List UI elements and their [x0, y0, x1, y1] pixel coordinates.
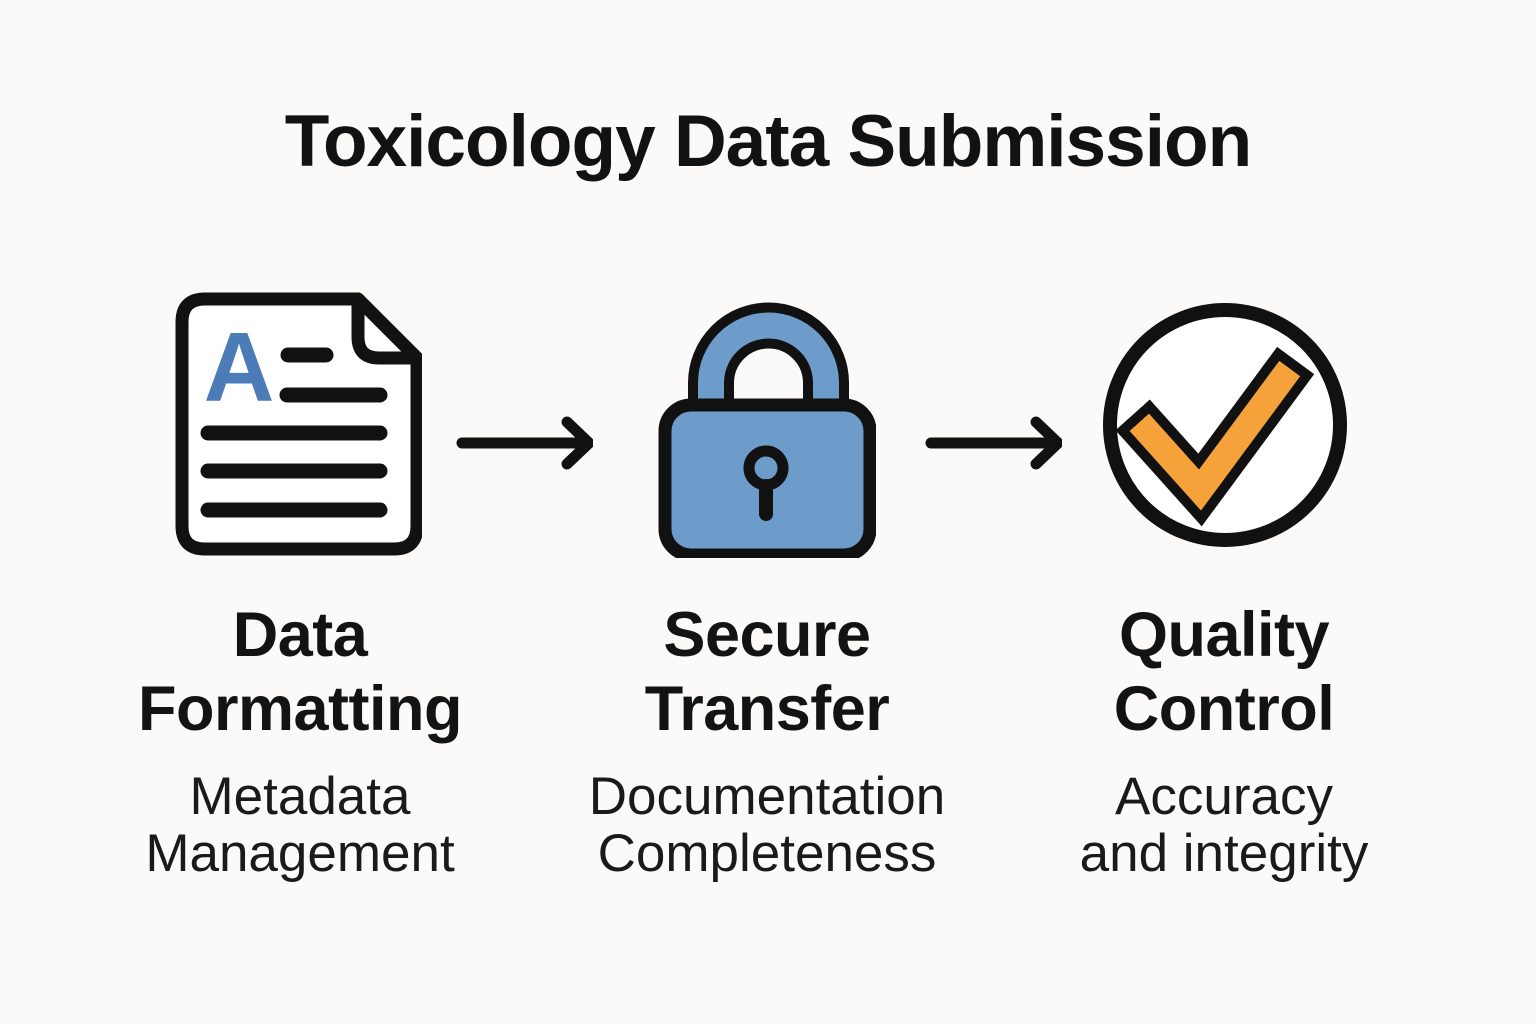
step-subtitle-line: Documentation	[588, 767, 946, 826]
step-title-secure-transfer: Secure Transfer	[527, 598, 1007, 746]
document-icon-svg: A	[175, 292, 424, 556]
step-title-line: Secure	[663, 600, 871, 670]
document-letter: A	[204, 312, 275, 422]
checkmark	[1129, 360, 1301, 511]
lock-icon	[656, 290, 877, 563]
document-icon: A	[174, 291, 424, 562]
check-icon	[1096, 296, 1354, 559]
step-title-line: Data	[232, 600, 368, 670]
lock-shackle	[698, 312, 839, 420]
document-text-lines	[200, 347, 388, 518]
lock-icon-svg	[658, 302, 877, 562]
document-fold-corner	[351, 292, 424, 365]
arrow-right-icon	[453, 408, 595, 483]
step-subtitle-line: and integrity	[1079, 824, 1369, 883]
document-page-shape	[175, 292, 424, 556]
arrow-right-svg	[925, 416, 1064, 470]
step-title-line: Quality	[1118, 600, 1330, 670]
arrow-right-svg	[456, 416, 595, 470]
step-title-line: Control	[1113, 674, 1335, 744]
check-icon-svg	[1103, 303, 1347, 547]
step-title-quality-control: Quality Control	[984, 598, 1464, 746]
step-subtitle-metadata-management: Metadata Management	[60, 768, 540, 882]
step-title-data-formatting: Data Formatting	[60, 598, 540, 746]
step-subtitle-accuracy-integrity: Accuracy and integrity	[984, 768, 1464, 882]
step-title-line: Formatting	[138, 674, 462, 744]
step-subtitle-line: Accuracy	[1115, 767, 1333, 826]
step-subtitle-line: Management	[145, 824, 455, 883]
step-subtitle-line: Completeness	[597, 824, 937, 883]
step-subtitle-documentation-completeness: Documentation Completeness	[527, 768, 1007, 882]
step-title-line: Transfer	[644, 674, 890, 744]
arrow-right-icon	[922, 408, 1064, 483]
page-title: Toxicology Data Submission	[284, 101, 1252, 182]
step-subtitle-line: Metadata	[189, 767, 411, 826]
